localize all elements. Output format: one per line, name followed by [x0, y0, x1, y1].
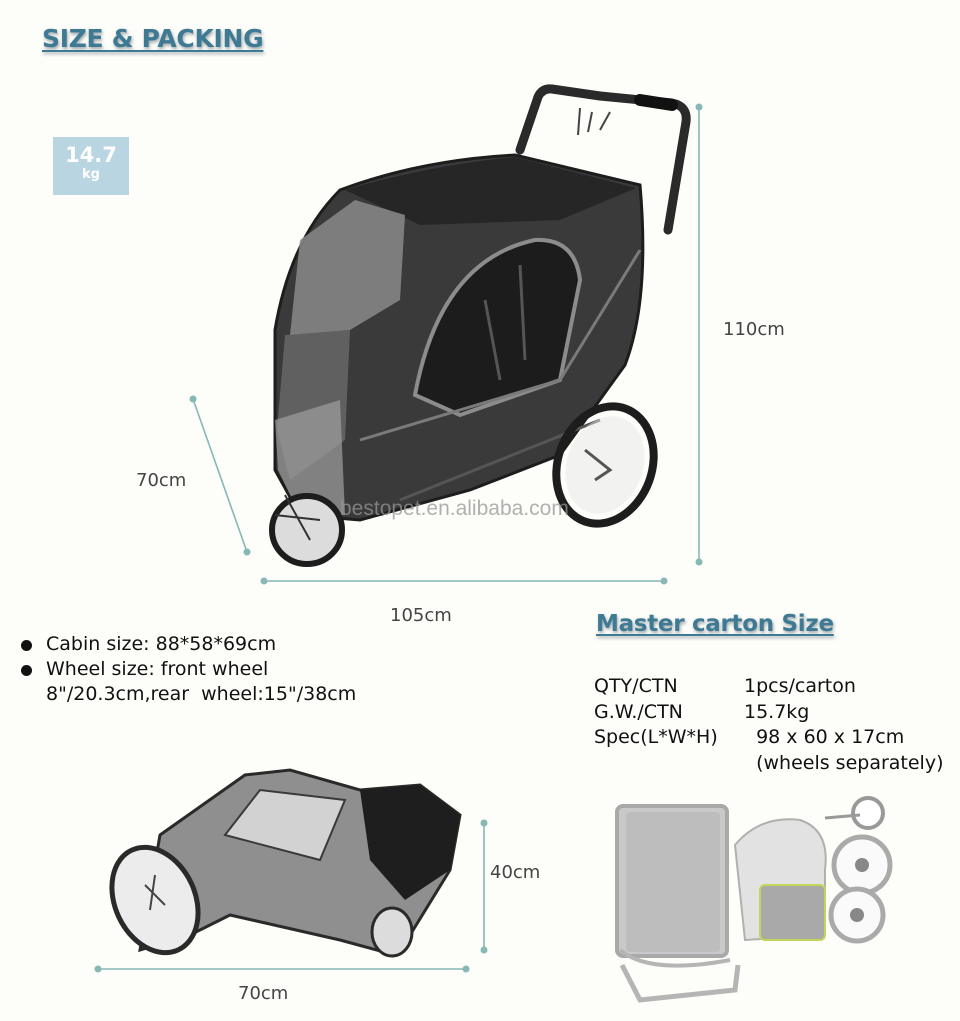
weight-value: 14.7: [65, 143, 117, 167]
master-carton-table: QTY/CTN 1pcs/carton G.W./CTN 15.7kg Spec…: [594, 674, 944, 776]
folded-height-label: 40cm: [490, 862, 541, 883]
folded-length-label: 70cm: [238, 983, 289, 1004]
bullet-icon: [21, 665, 32, 676]
spec-text: Wheel size: front wheel: [46, 658, 269, 680]
bullet-icon: [21, 640, 32, 651]
carton-row-note: (wheels separately): [594, 751, 944, 777]
carton-label: Spec(L*W*H): [594, 726, 718, 748]
weight-unit: kg: [82, 167, 100, 182]
spec-item-wheel-size: Wheel size: front wheel 8"/20.3cm,rear w…: [18, 657, 356, 707]
stroller-length-label: 105cm: [390, 605, 452, 626]
carton-row-spec: Spec(L*W*H) 98 x 60 x 17cm: [594, 725, 944, 751]
carton-label: [594, 751, 744, 777]
stroller-depth-label: 70cm: [136, 470, 187, 491]
carton-label: G.W./CTN: [594, 700, 683, 723]
spec-text: Cabin size: 88*58*69cm: [46, 633, 277, 655]
stroller-height-label: 110cm: [723, 319, 785, 340]
carton-row-gross-weight: G.W./CTN 15.7kg: [594, 700, 944, 726]
dimension-lines-stroller: [189, 103, 703, 585]
spec-list: Cabin size: 88*58*69cm Wheel size: front…: [18, 632, 356, 707]
carton-value: 1pcs/carton: [744, 675, 856, 697]
carton-contents-illustration: [615, 796, 893, 1003]
dimension-lines-folded: [94, 819, 488, 973]
spec-text-continuation: 8"/20.3cm,rear wheel:15"/38cm: [46, 683, 357, 705]
weight-badge: 14.7 kg: [53, 137, 129, 195]
master-carton-title: Master carton Size: [596, 611, 834, 637]
page-title: SIZE & PACKING: [42, 24, 264, 53]
stroller-illustration: [269, 84, 691, 567]
folded-stroller-illustration: [109, 768, 462, 958]
watermark: bestopet.en.alibaba.com: [340, 497, 569, 520]
carton-row-qty: QTY/CTN 1pcs/carton: [594, 674, 944, 700]
carton-value: 15.7kg: [744, 700, 810, 723]
spec-item-cabin-size: Cabin size: 88*58*69cm: [18, 632, 356, 657]
carton-value: (wheels separately): [744, 751, 944, 774]
carton-value: 98 x 60 x 17cm: [744, 726, 905, 748]
carton-label: QTY/CTN: [594, 675, 678, 697]
